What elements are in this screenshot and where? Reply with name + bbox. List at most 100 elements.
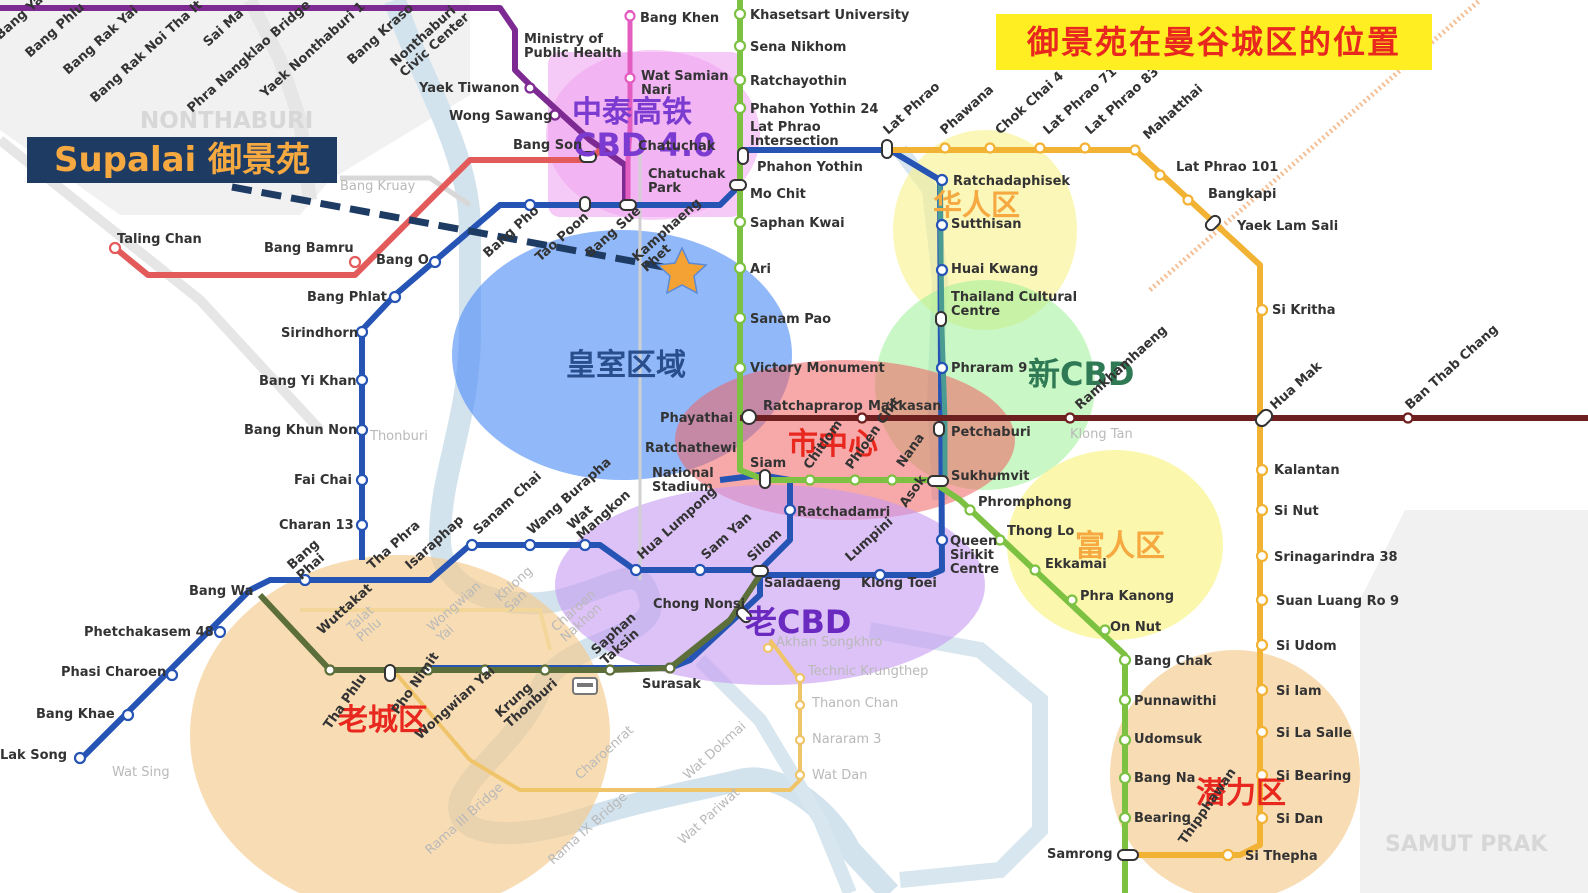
label-si-bearing: Si Bearing: [1276, 769, 1351, 784]
label-ekkamai: Ekkamai: [1045, 557, 1107, 572]
zone-hsr: 中泰高铁: [572, 95, 692, 130]
label-charan13: Charan 13: [279, 518, 354, 533]
label-ratchadamri: Ratchadamri: [797, 505, 890, 520]
label-thanon-chan: Thanon Chan: [811, 696, 898, 711]
label-phromphong: Phromphong: [978, 495, 1072, 510]
label-phawana: Phawana: [938, 82, 997, 138]
label-phra-kanong: Phra Kanong: [1080, 589, 1174, 604]
label-si-iam: Si Iam: [1276, 684, 1322, 699]
silom-station-dots: [324, 662, 676, 676]
interchange-markers: [384, 139, 1274, 861]
label-lat-phrao: Lat Phrao: [881, 79, 944, 137]
label-ratchayothin: Ratchayothin: [750, 74, 847, 89]
zone-potential: 潜力区: [1196, 776, 1286, 811]
label-bang-o: Bang O: [376, 253, 429, 268]
purple-line: [0, 5, 628, 205]
label-bang-phai: BangPhai: [285, 537, 332, 583]
label-bang-kruay: Bang Kruay: [340, 179, 416, 194]
label-surasak: Surasak: [642, 677, 701, 692]
label-saladaeng: Saladaeng: [764, 576, 841, 591]
river-left: [0, 136, 324, 434]
label-technic-krungthep: Technic Krungthep: [807, 664, 928, 679]
label-bearing: Bearing: [1134, 811, 1191, 826]
label-si-kritha: Si Kritha: [1272, 303, 1336, 318]
label-si-dan: Si Dan: [1276, 812, 1323, 827]
label-si-udom: Si Udom: [1276, 639, 1337, 654]
silom-line: [257, 573, 763, 673]
label-bang-yi-khan: Bang Yi Khan: [259, 374, 357, 389]
label-sena-nikhom: Sena Nikhom: [750, 40, 846, 55]
label-bang-phlat: Bang Phlat: [307, 290, 387, 305]
label-huai-kwang: Huai Kwang: [951, 262, 1038, 277]
potential-zone-circle: [1110, 650, 1360, 893]
label-ban-thap-chang: Ban Thab Chang: [1403, 322, 1502, 413]
label-chong-nonsi: Chong Nonsi: [653, 597, 745, 612]
label-kalantan: Kalantan: [1274, 463, 1340, 478]
label-fai-chai: Fai Chai: [294, 473, 352, 488]
samut-prakan-region-bg: [1360, 510, 1588, 893]
dashed-link: [231, 183, 681, 274]
title-banner: [996, 14, 1432, 70]
project-label-box: [27, 137, 337, 183]
region-samut-prakan: SAMUT PRAK: [1385, 832, 1548, 857]
label-ari: Ari: [750, 262, 771, 277]
label-bang-wa: Bang Wa: [189, 584, 253, 599]
zone-old-cbd: 老CBD: [745, 603, 851, 641]
label-bang-bamru: Bang Bamru: [264, 241, 354, 256]
label-phahon-24: Phahon Yothin 24: [750, 102, 878, 117]
label-akhan-songkhro: Akhan Songkhro: [776, 635, 883, 650]
grey-road-loop: [868, 622, 1048, 888]
label-si-nut: Si Nut: [1274, 504, 1319, 519]
label-bang-khun-non: Bang Khun Non: [244, 423, 357, 438]
label-mo-chit: Mo Chit: [750, 187, 806, 202]
grey-road-mid: [695, 655, 857, 893]
label-wat-sing: Wat Sing: [112, 765, 170, 780]
label-thonburi: Thonburi: [369, 429, 428, 444]
label-ratchadaphisek: Ratchadaphisek: [953, 174, 1070, 189]
train-icon: [572, 677, 598, 695]
label-klong-toei: Klong Toei: [861, 576, 937, 591]
label-yaek-tiwanon: Yaek Tiwanon: [418, 81, 520, 96]
label-wat-dan: Wat Dan: [812, 768, 867, 783]
label-sanam-pao: Sanam Pao: [750, 312, 831, 327]
yellow-station-dots: [939, 142, 1269, 862]
project-label: Supalai 御景苑: [53, 140, 311, 180]
station-labels: Bang Khen Khasetsart University Sena Nik…: [0, 8, 1399, 864]
zone-city-center: 市中心: [788, 427, 878, 462]
gold-station-dots: [762, 642, 806, 781]
label-sukhumvit: Sukhumvit: [951, 469, 1029, 484]
zone-old-city: 老城区: [338, 703, 428, 738]
label-mahatthai: Mahatthai: [1141, 82, 1207, 143]
pink-line: [625, 10, 633, 205]
label-petchaburi: Petchaburi: [951, 425, 1031, 440]
map-title: 御景苑在曼谷城区的位置: [1026, 23, 1401, 61]
label-samrong: Samrong: [1047, 847, 1113, 862]
label-si-la-salle: Si La Salle: [1276, 726, 1352, 741]
label-yaek-lam-sali: Yaek Lam Sali: [1236, 219, 1338, 234]
hsr-zone-rect: [548, 52, 743, 217]
label-siam: Siam: [750, 456, 786, 471]
old-city-zone-circle: [190, 555, 610, 893]
label-bang-khae: Bang Khae: [36, 707, 115, 722]
label-punnawithi: Punnawithi: [1134, 694, 1216, 709]
red-station-dots: [108, 241, 362, 269]
label-on-nut: On Nut: [1110, 620, 1161, 635]
zone-chinatown: 华人区: [933, 188, 1020, 222]
label-makkasan: Makkasan: [868, 399, 942, 414]
label-phahon-yothin: Phahon Yothin: [757, 160, 863, 175]
label-bang-na: Bang Na: [1134, 771, 1195, 786]
label-lat-phrao101: Lat Phrao 101: [1176, 160, 1278, 175]
label-sutthisan: Sutthisan: [951, 217, 1022, 232]
label-bang-khen: Bang Khen: [640, 11, 719, 26]
label-phasi-charoen: Phasi Charoen: [61, 665, 166, 680]
label-si-thepha: Si Thepha: [1245, 849, 1318, 864]
zone-new-cbd: 新CBD: [1028, 355, 1134, 393]
label-khasetsart: Khasetsart University: [750, 8, 910, 23]
label-sirindhorn: Sirindhorn: [281, 326, 358, 341]
